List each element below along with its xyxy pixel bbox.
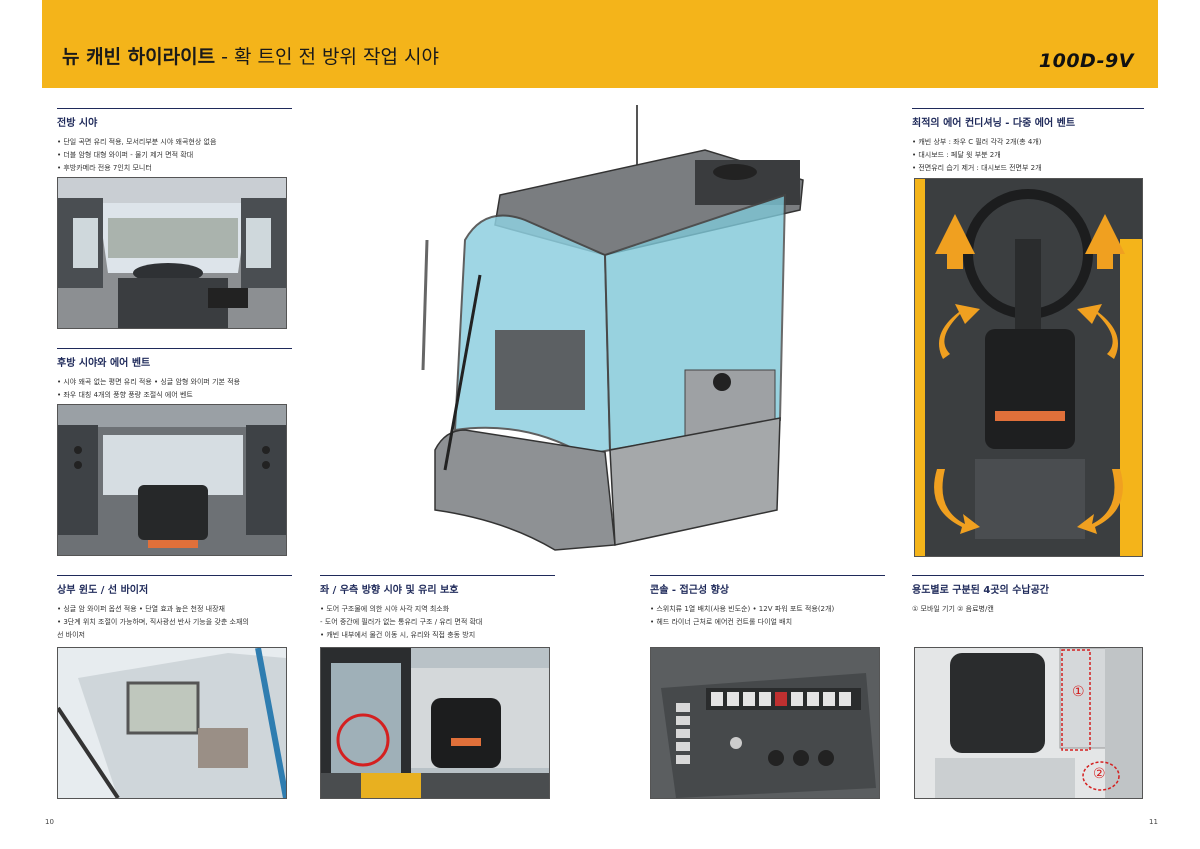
section-title: 콘솔 - 접근성 향상 [650, 585, 729, 596]
section-side-view: 좌 / 우측 방향 시야 및 유리 보호 • 도어 구조물에 의한 시야 사각 … [320, 575, 555, 645]
console-photo [650, 647, 880, 799]
bullet-item: • 스위치류 1열 배치(사용 빈도순) • 12V 파워 포트 적용(2개) [650, 605, 835, 613]
section-title: 상부 윈도 / 선 바이저 [57, 585, 149, 596]
marker-1: ① [1072, 684, 1085, 700]
section-title: 전방 시야 [57, 118, 98, 129]
arrow-up-icon [1085, 214, 1125, 269]
title-main: 뉴 캐빈 하이라이트 [62, 46, 216, 68]
section-rear-view: 후방 시야와 에어 벤트 • 시야 왜곡 없는 평면 유리 적용 • 싱글 암형… [57, 348, 292, 404]
rear-view-photo [57, 404, 287, 556]
bullet-item: • 전면유리 습기 제거 : 대시보드 전면부 2개 [912, 164, 1042, 172]
curved-arrow-icon [1077, 304, 1119, 359]
bullet-item: • 시야 왜곡 없는 평면 유리 적용 • 싱글 암형 와이퍼 기본 적용 [57, 378, 241, 386]
storage-box-marker [1061, 649, 1091, 751]
model-name: 100D-9V [1038, 50, 1134, 72]
page-number-left: 10 [45, 818, 54, 826]
bullet-list: • 도어 구조물에 의한 시야 사각 지역 최소화 - 도어 중간에 필러가 없… [320, 603, 482, 642]
bullet-list: • 스위치류 1열 배치(사용 빈도순) • 12V 파워 포트 적용(2개) … [650, 603, 834, 629]
bullet-item: 선 바이저 [57, 631, 85, 639]
bullet-list: • 캐빈 상부 : 좌우 C 필러 각각 2개(총 4개) • 대시보드 : 페… [912, 136, 1042, 175]
section-title: 좌 / 우측 방향 시야 및 유리 보호 [320, 585, 459, 596]
section-air-conditioning: 최적의 에어 컨디셔닝 - 다중 에어 벤트 • 캐빈 상부 : 좌우 C 필러… [912, 108, 1144, 178]
title-sub: - 확 트인 전 방위 작업 시야 [215, 46, 440, 68]
bullet-list: • 시야 왜곡 없는 평면 유리 적용 • 싱글 암형 와이퍼 기본 적용 • … [57, 376, 240, 402]
section-storage: 용도별로 구분된 4곳의 수납공간 ① 모바일 기기 ② 음료병/캔 [912, 575, 1144, 645]
bullet-list: ① 모바일 기기 ② 음료병/캔 [912, 603, 994, 616]
front-view-photo [57, 177, 287, 329]
section-rule [320, 575, 555, 576]
section-front-view: 전방 시야 • 단일 곡면 유리 적용, 모서리부분 시야 왜곡현상 없음 • … [57, 108, 292, 178]
bullet-item: • 캐빈 상부 : 좌우 C 필러 각각 2개(총 4개) [912, 138, 1042, 146]
bullet-item: • 3단계 위치 조절이 가능하며, 직사광선 반사 기능을 갖춘 소재의 [57, 618, 249, 626]
page-number-right: 11 [1149, 818, 1158, 826]
page-title: 뉴 캐빈 하이라이트 - 확 트인 전 방위 작업 시야 [62, 42, 439, 69]
curved-arrow-icon [934, 469, 980, 534]
section-title: 용도별로 구분된 4곳의 수납공간 [912, 585, 1050, 596]
section-rule [912, 108, 1144, 109]
bullet-item: • 후방카메라 전용 7인치 모니터 [57, 164, 152, 172]
section-rule [912, 575, 1144, 576]
curved-arrow-icon [938, 304, 980, 359]
roof-window-photo [57, 647, 287, 799]
air-vent-photo [914, 178, 1143, 557]
marker-2: ② [1093, 766, 1106, 782]
storage-items: ① 모바일 기기 ② 음료병/캔 [912, 605, 994, 613]
section-rule [57, 348, 292, 349]
bullet-item: • 도어 구조물에 의한 시야 사각 지역 최소화 [320, 605, 450, 613]
header-banner: 뉴 캐빈 하이라이트 - 확 트인 전 방위 작업 시야 100D-9V [42, 0, 1158, 88]
section-roof-window: 상부 윈도 / 선 바이저 • 싱글 암 와이퍼 옵션 적용 • 단열 효과 높… [57, 575, 292, 645]
curved-arrow-icon [1077, 469, 1123, 534]
bullet-item: • 싱글 암 와이퍼 옵션 적용 • 단열 효과 높은 천정 내장재 [57, 605, 225, 613]
bullet-item: • 캐빈 내부에서 물건 이동 시, 유리와 직접 충동 방지 [320, 631, 476, 639]
bullet-list: • 싱글 암 와이퍼 옵션 적용 • 단열 효과 높은 천정 내장재 • 3단계… [57, 603, 249, 642]
section-rule [57, 108, 292, 109]
storage-photo: ① ② [914, 647, 1143, 799]
highlight-circle-icon [336, 713, 390, 767]
bullet-item: • 좌우 대칭 4개의 풍향 풍량 조절식 에어 벤트 [57, 391, 193, 399]
storage-box-marker [1082, 761, 1120, 791]
side-view-photo [320, 647, 550, 799]
bullet-list: • 단일 곡면 유리 적용, 모서리부분 시야 왜곡현상 없음 • 더블 암형 … [57, 136, 216, 175]
cabin-illustration [405, 100, 805, 555]
section-title: 최적의 에어 컨디셔닝 - 다중 에어 벤트 [912, 118, 1076, 129]
arrow-up-icon [935, 214, 975, 269]
bullet-item: • 단일 곡면 유리 적용, 모서리부분 시야 왜곡현상 없음 [57, 138, 217, 146]
section-console: 콘솔 - 접근성 향상 • 스위치류 1열 배치(사용 빈도순) • 12V 파… [650, 575, 885, 645]
section-rule [650, 575, 885, 576]
bullet-item: • 더블 암형 대형 와이퍼 - 물기 제거 면적 확대 [57, 151, 194, 159]
bullet-item: - 도어 중간에 필러가 없는 통유리 구조 / 유리 면적 확대 [320, 618, 483, 626]
section-rule [57, 575, 292, 576]
bullet-item: • 대시보드 : 페달 윗 부분 2개 [912, 151, 1001, 159]
bullet-item: • 헤드 라이너 근처로 에어컨 컨트롤 다이얼 배치 [650, 618, 793, 626]
section-title: 후방 시야와 에어 벤트 [57, 358, 151, 369]
